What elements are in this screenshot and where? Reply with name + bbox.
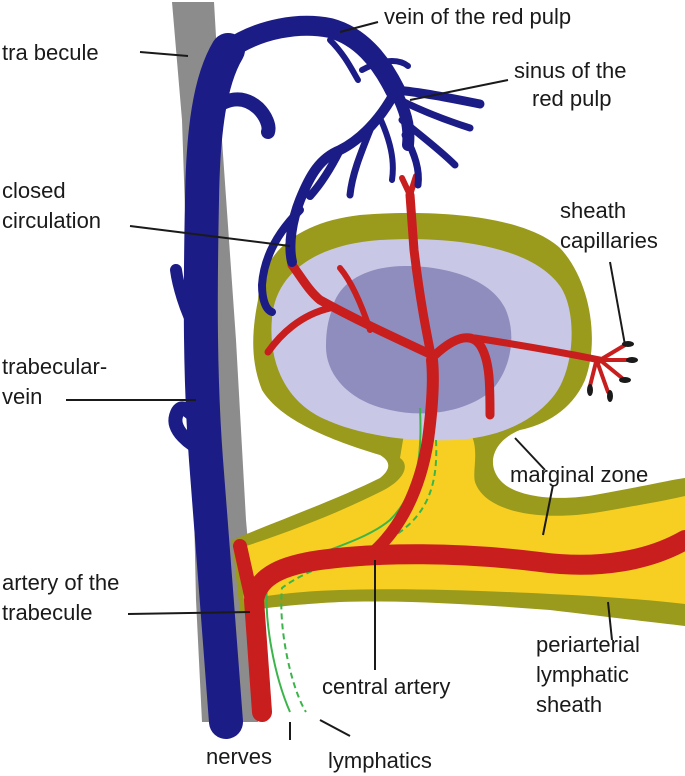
label-pals-line3: sheath [536,692,602,717]
label-vein-red-pulp: vein of the red pulp [384,4,571,29]
leader-lines [66,21,626,740]
label-pals-line1: periarterial [536,632,640,657]
label-marginal-zone: marginal zone [510,462,648,487]
label-central-artery: central artery [322,674,450,699]
label-sheath-cap-line2: capillaries [560,228,658,253]
artery-network [233,173,685,722]
label-closed-line1: closed [2,178,66,203]
label-trab-vein-line1: trabecular- [2,354,107,379]
vein-network [168,15,485,739]
label-closed-line2: circulation [2,208,101,233]
label-artery-trab-line1: artery of the [2,570,119,595]
label-trabecule: tra becule [2,40,99,65]
germinal-center-shape [325,266,512,414]
label-pals-line2: lymphatic [536,662,629,687]
label-sinus-line1: sinus of the [514,58,627,83]
label-artery-trab-line2: trabecule [2,600,93,625]
label-sheath-cap-line1: sheath [560,198,626,223]
label-trab-vein-line2: vein [2,384,42,409]
label-nerves: nerves [206,744,272,769]
label-lymphatics: lymphatics [328,748,432,773]
label-sinus-line2: red pulp [532,86,612,111]
